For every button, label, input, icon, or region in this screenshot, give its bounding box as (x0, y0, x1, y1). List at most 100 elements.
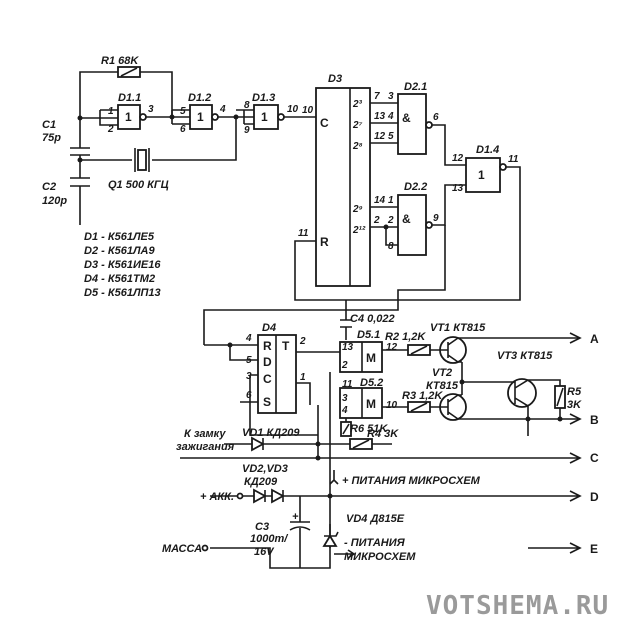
svg-text:10: 10 (386, 400, 398, 411)
counter-d3: D3 C R 10 11 2³ 2⁷ 2⁸ 2⁹ 2¹² 7 13 12 14 … (294, 73, 521, 301)
svg-text:2: 2 (387, 215, 394, 226)
svg-text:6: 6 (246, 390, 252, 401)
d3-out-2-7: 2⁷ (352, 120, 363, 131)
svg-text:&: & (402, 111, 411, 125)
flipflop-d4: D4 R D C S T 4 5 3 6 2 1 (203, 225, 446, 436)
svg-text:11: 11 (298, 228, 309, 239)
d3-label: D3 (328, 73, 342, 85)
svg-text:13: 13 (452, 183, 464, 194)
crystal-q1 (137, 149, 147, 171)
svg-text:3: 3 (388, 91, 394, 102)
svg-text:2: 2 (341, 360, 348, 371)
vd1-label: VD1 КД209 (242, 427, 300, 439)
vd4-label: VD4 Д815Е (346, 513, 405, 525)
r6-label: R6 51K (350, 423, 388, 435)
svg-text:4: 4 (245, 333, 252, 344)
svg-text:4: 4 (341, 405, 348, 416)
gate-d13-group: 1 D1.3 8 9 10 (236, 92, 316, 136)
gate-d21-group: & D2.1 3 4 5 6 (387, 81, 466, 166)
svg-text:8: 8 (388, 241, 394, 252)
svg-text:3: 3 (246, 371, 252, 382)
d3-out-2-9: 2⁹ (352, 204, 363, 215)
vt2-type: КТ815 (426, 380, 459, 392)
output-d: D (590, 490, 599, 504)
vt2-label: VT2 (432, 367, 452, 379)
svg-text:8: 8 (244, 100, 250, 111)
vt3-label: VT3 КТ815 (497, 350, 553, 362)
svg-text:&: & (402, 212, 411, 226)
svg-text:12: 12 (374, 131, 386, 142)
svg-text:+: + (292, 511, 299, 523)
akk-label: + АКК. (200, 491, 234, 503)
gate-d21-label: D2.1 (404, 81, 427, 93)
d3-out-2-12: 2¹² (352, 225, 366, 236)
svg-text:10: 10 (287, 104, 299, 115)
legend-d5: D5 - К561ЛП13 (84, 287, 161, 299)
c2-label: C2 (42, 181, 56, 193)
site-watermark: VOTSHEMA.RU (426, 591, 609, 621)
svg-text:M: M (366, 351, 376, 365)
gate-d11-symbol: 1 (125, 110, 132, 124)
svg-text:9: 9 (433, 213, 439, 224)
svg-text:4: 4 (387, 111, 394, 122)
output-a: A (590, 332, 599, 346)
svg-text:R: R (263, 339, 272, 353)
svg-text:5: 5 (388, 131, 394, 142)
svg-text:10: 10 (302, 105, 314, 116)
r5-value: 3K (567, 399, 582, 411)
r5-label: R5 (567, 386, 582, 398)
lock-label-2: зажигания (176, 441, 235, 453)
output-e: E (590, 542, 598, 556)
svg-text:2: 2 (373, 215, 380, 226)
c3-value: 1000m/ (250, 533, 289, 545)
r4-label: R4 3K (367, 428, 399, 440)
c3-label: C3 (255, 521, 269, 533)
switch-d5: C4 0,022 D5.1 M 13 2 12 D5.2 M 11 3 4 10… (318, 300, 399, 450)
r2-label: R2 1,2K (385, 331, 426, 343)
gate-d14-label: D1.4 (476, 144, 499, 156)
gate-d12-symbol: 1 (197, 110, 204, 124)
minus-supply-label-2: МИКРОСХЕМ (344, 551, 416, 563)
svg-text:14: 14 (374, 195, 386, 206)
switch-d51 (339, 341, 383, 373)
svg-text:D: D (263, 355, 272, 369)
d51-label: D5.1 (357, 329, 380, 341)
d3-out-2-3: 2³ (352, 99, 363, 110)
minus-supply-label-1: - ПИТАНИЯ (344, 537, 406, 549)
svg-text:7: 7 (374, 91, 380, 102)
chip-legend: D1 - К561ЛЕ5 D2 - К561ЛА9 D3 - К561ИЕ16 … (84, 231, 161, 299)
svg-text:2: 2 (107, 124, 114, 135)
output-b: B (590, 413, 599, 427)
svg-text:1: 1 (261, 110, 268, 124)
svg-text:1: 1 (300, 372, 306, 383)
svg-text:6: 6 (180, 124, 186, 135)
gate-d22-group: & D2.2 1 2 8 9 (383, 181, 466, 256)
svg-text:13: 13 (374, 111, 386, 122)
legend-d4: D4 - К561ТМ2 (84, 273, 155, 285)
vd23-type: КД209 (244, 476, 278, 488)
svg-text:C: C (320, 116, 329, 130)
svg-text:12: 12 (452, 153, 464, 164)
svg-text:3: 3 (342, 393, 348, 404)
c2-value: 120p (42, 195, 67, 207)
c1-label: C1 (42, 119, 56, 131)
c1-value: 75p (42, 132, 61, 144)
svg-text:1: 1 (108, 106, 114, 117)
r1-label: R1 68K (101, 55, 139, 67)
svg-text:13: 13 (342, 342, 354, 353)
switch-d52 (339, 387, 383, 419)
svg-text:11: 11 (342, 379, 353, 390)
svg-text:6: 6 (433, 112, 439, 123)
d52-label: D5.2 (360, 377, 383, 389)
svg-text:R: R (320, 235, 329, 249)
svg-text:3: 3 (148, 104, 154, 115)
svg-text:9: 9 (244, 125, 250, 136)
power-section: К замку зажигания VD1 КД209 VD2,VD3 КД20… (162, 372, 481, 569)
svg-text:S: S (263, 395, 271, 409)
d4-label: D4 (262, 322, 276, 334)
legend-d1: D1 - К561ЛЕ5 (84, 231, 155, 243)
plus-supply-label: + ПИТАНИЯ МИКРОСХЕМ (342, 475, 481, 487)
gate-d14-group: 1 D1.4 12 13 11 (452, 144, 519, 194)
lock-label-1: К замку (184, 428, 226, 440)
